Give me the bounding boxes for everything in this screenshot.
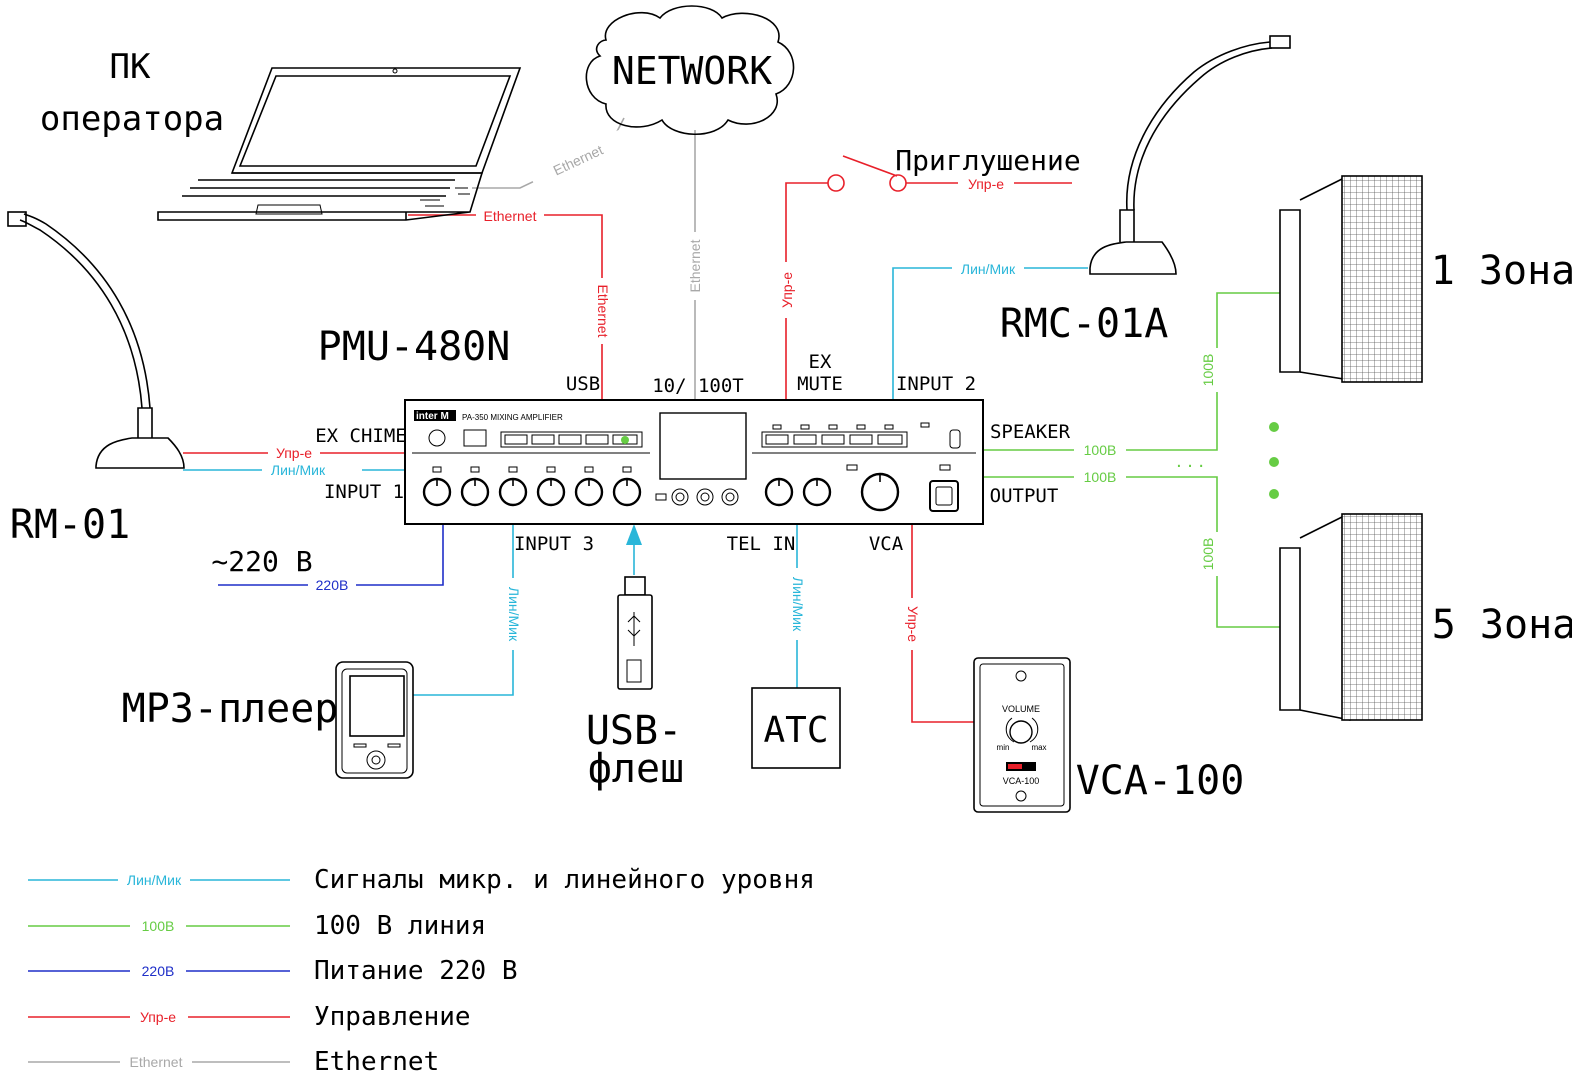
amp-knobs — [422, 472, 900, 512]
speaker-zone5-icon — [1279, 513, 1423, 721]
legend-text: Питание 220 В — [314, 956, 518, 986]
laptop-icon — [157, 67, 522, 221]
port-labels: USB 10/ 100T EX MUTE INPUT 2 EX CHIME IN… — [315, 351, 1070, 555]
port-vca: VCA — [869, 533, 904, 555]
control-label-rm01: Упр-е — [276, 445, 312, 461]
pc-label-line1: ПК — [110, 47, 151, 87]
v100-label-bottom: 100В — [1084, 469, 1117, 485]
device-labels: ПК оператора PMU-480N RM-01 RMC-01A Приг… — [10, 47, 1572, 804]
legend-row-linemic: Лин/Мик Сигналы микр. и линейного уровня — [28, 865, 815, 895]
atc-label: АТС — [763, 710, 828, 751]
legend: Лин/Мик Сигналы микр. и линейного уровня… — [28, 865, 815, 1077]
legend-code: 100В — [142, 918, 175, 934]
legend-text: Ethernet — [314, 1047, 439, 1077]
legend-text: Управление — [314, 1002, 471, 1032]
linemic-wire-mp3 — [413, 524, 514, 696]
v100-label-zone5: 100В — [1200, 538, 1216, 571]
ethernet-label-gray-vertical: Ethernet — [687, 239, 703, 292]
mute-switch-label: Приглушение — [895, 144, 1080, 177]
legend-row-220v: 220В Питание 220 В — [28, 956, 518, 986]
speaker-ellipsis: . . . — [1176, 450, 1204, 472]
amp-model-text: PA-350 MIXING AMPLIFIER — [462, 413, 563, 422]
port-usb: USB — [566, 373, 600, 395]
legend-text: 100 В линия — [314, 911, 486, 941]
zone5-label: 5 Зона — [1432, 602, 1572, 648]
legend-code: 220В — [142, 963, 175, 979]
port-input3: INPUT 3 — [514, 533, 594, 555]
speaker-zone1-icon — [1279, 175, 1423, 383]
usb-arrow-head — [626, 524, 642, 545]
control-label-mute-vertical: Упр-е — [779, 272, 795, 308]
atc-box: АТС — [751, 687, 841, 769]
mp3-label: MP3-плеер — [122, 686, 339, 732]
legend-code: Упр-е — [140, 1009, 176, 1025]
mp3-player-icon — [335, 661, 414, 779]
amp-model-label: PMU-480N — [318, 324, 511, 370]
legend-code: Лин/Мик — [127, 872, 182, 888]
pc-label-line2: оператора — [40, 99, 224, 139]
amp-brand-text: inter M — [416, 411, 449, 422]
port-ex-mute-line2: MUTE — [797, 373, 843, 395]
vca100-label: VCA-100 — [1076, 758, 1245, 804]
linemic-label-mp3: Лин/Мик — [506, 587, 522, 642]
port-ex-mute-line1: EX — [809, 351, 832, 373]
port-lan: 10/ 100T — [652, 375, 744, 397]
port-tel-in: TEL IN — [727, 533, 796, 555]
linemic-label-atc: Лин/Мик — [790, 577, 806, 632]
rmc01a-label: RMC-01A — [1000, 301, 1169, 347]
vca-volume-label: VOLUME — [1002, 704, 1040, 714]
control-label-vca: Упр-е — [905, 606, 921, 642]
power-label: 220В — [316, 577, 349, 593]
port-ex-chime: EX CHIME — [315, 425, 407, 447]
vca100-panel: VOLUME min max VCA-100 — [973, 657, 1071, 813]
legend-text: Сигналы микр. и линейного уровня — [314, 865, 815, 895]
amplifier-pmu480n: inter M PA-350 MIXING AMPLIFIER — [404, 399, 984, 525]
amp-brand-logo — [414, 410, 456, 421]
wire-label-patches — [262, 129, 1229, 650]
zone1-label: 1 Зона — [1431, 248, 1572, 294]
port-speaker: SPEAKER — [990, 421, 1071, 443]
vca-min-label: min — [997, 743, 1010, 752]
vca-plate-model: VCA-100 — [1003, 776, 1040, 786]
power-wire-220v — [218, 524, 444, 586]
legend-row-ethernet: Ethernet Ethernet — [28, 1047, 439, 1077]
rm01-microphone-icon — [7, 211, 185, 469]
network-label: NETWORK — [612, 49, 772, 93]
mains-label: ~220 В — [211, 545, 312, 578]
linemic-label-rm01: Лин/Мик — [271, 462, 326, 478]
zone-dots — [1269, 422, 1279, 499]
usb-flash-icon — [617, 576, 653, 690]
control-label-mute: Упр-е — [968, 176, 1004, 192]
linemic-label-rmc01a: Лин/Мик — [961, 261, 1016, 277]
control-wire-vca — [911, 524, 974, 723]
control-wire-ex-mute — [785, 182, 828, 400]
usb-flash-label-line2: флеш — [588, 746, 684, 792]
legend-row-100v: 100В 100 В линия — [28, 911, 486, 941]
v100-label-zone1: 100В — [1200, 354, 1216, 387]
port-output: OUTPUT — [990, 485, 1059, 507]
vca-max-label: max — [1031, 743, 1046, 752]
port-input1: INPUT 1 — [324, 481, 404, 503]
ethernet-label-red-vertical: Ethernet — [595, 285, 611, 338]
ethernet-label-red: Ethernet — [484, 208, 537, 224]
rm01-label: RM-01 — [10, 502, 130, 548]
rmc01a-microphone-icon — [1089, 35, 1291, 275]
mute-switch-icon — [827, 155, 907, 192]
legend-row-control: Упр-е Управление — [28, 1002, 471, 1032]
port-input2: INPUT 2 — [896, 373, 976, 395]
legend-code: Ethernet — [130, 1054, 183, 1070]
v100-label-top: 100В — [1084, 442, 1117, 458]
usb-flash-label-line1: USB- — [586, 708, 682, 754]
network-cloud: NETWORK — [585, 5, 795, 136]
